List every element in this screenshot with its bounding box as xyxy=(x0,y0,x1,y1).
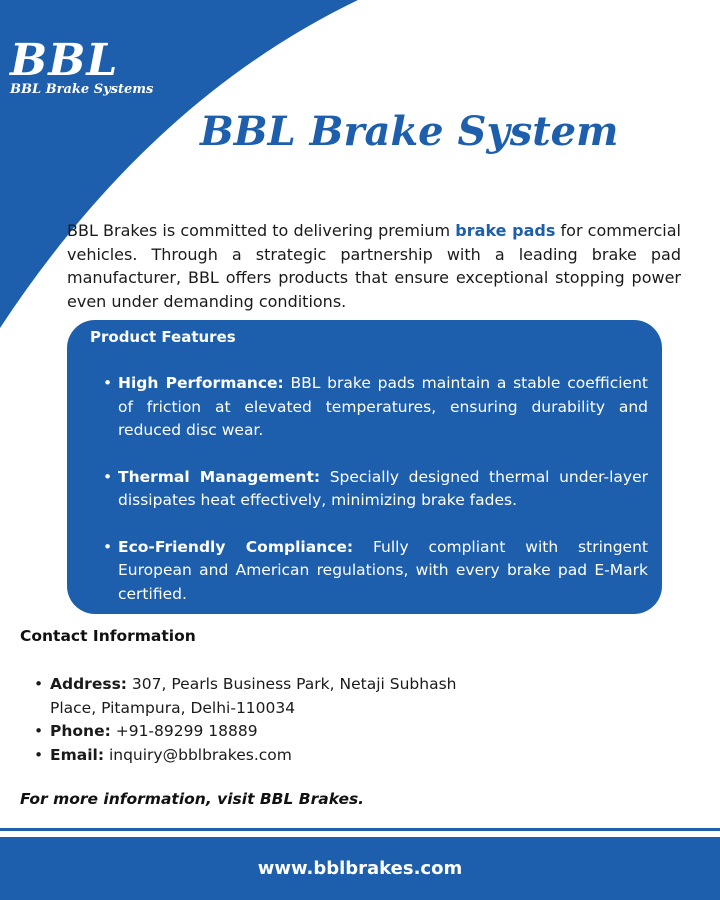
features-heading: Product Features xyxy=(90,328,236,346)
contact-address: Address: 307, Pearls Business Park, Neta… xyxy=(34,673,490,720)
contact-phone: Phone: +91-89299 18889 xyxy=(34,720,490,744)
feature-label: High Performance: xyxy=(118,374,284,392)
logo-subtitle: BBL Brake Systems xyxy=(10,82,154,97)
contact-label: Email: xyxy=(50,745,105,764)
more-info-note: For more information, visit BBL Brakes. xyxy=(20,790,365,808)
contact-value[interactable]: +91-89299 18889 xyxy=(110,722,258,740)
brand-logo: BBL BBL Brake Systems xyxy=(10,38,153,98)
product-features-panel: Product Features High Performance: BBL b… xyxy=(67,320,662,614)
feature-text: Specially designed thermal under-layer d… xyxy=(118,467,648,510)
feature-item-high-performance: High Performance: BBL brake pads maintai… xyxy=(103,372,648,443)
feature-label: Thermal Management: xyxy=(118,467,321,486)
intro-text-start: BBL Brakes is committed to delivering pr… xyxy=(67,221,456,240)
page-title: BBL Brake System xyxy=(200,108,619,155)
feature-label: Eco-Friendly Compliance: xyxy=(118,537,354,556)
contact-list: Address: 307, Pearls Business Park, Neta… xyxy=(34,673,490,768)
contact-value: 307, Pearls Business Park, Netaji Subhas… xyxy=(50,675,457,717)
feature-item-eco-friendly: Eco-Friendly Compliance: Fully compliant… xyxy=(103,536,648,607)
contact-label: Phone: xyxy=(50,722,111,740)
feature-item-thermal-management: Thermal Management: Specially designed t… xyxy=(103,466,648,513)
contact-heading: Contact Information xyxy=(20,627,196,645)
feature-text: Fully compliant with stringent European … xyxy=(118,537,648,603)
footer-bar: www.bblbrakes.com xyxy=(0,837,720,900)
feature-text: BBL brake pads maintain a stable coeffic… xyxy=(118,374,648,439)
intro-paragraph: BBL Brakes is committed to delivering pr… xyxy=(67,219,681,313)
website-link[interactable]: www.bblbrakes.com xyxy=(257,858,463,879)
features-list: High Performance: BBL brake pads maintai… xyxy=(103,372,648,629)
intro-highlight: brake pads xyxy=(455,221,556,240)
footer-divider xyxy=(0,828,720,831)
contact-email: Email: inquiry@bblbrakes.com xyxy=(34,744,490,768)
logo-mark: BBL xyxy=(10,35,119,86)
contact-value[interactable]: inquiry@bblbrakes.com xyxy=(104,745,292,764)
contact-label: Address: xyxy=(50,675,127,693)
intro-text-end: for commercial vehicles. Through a strat… xyxy=(67,221,682,311)
